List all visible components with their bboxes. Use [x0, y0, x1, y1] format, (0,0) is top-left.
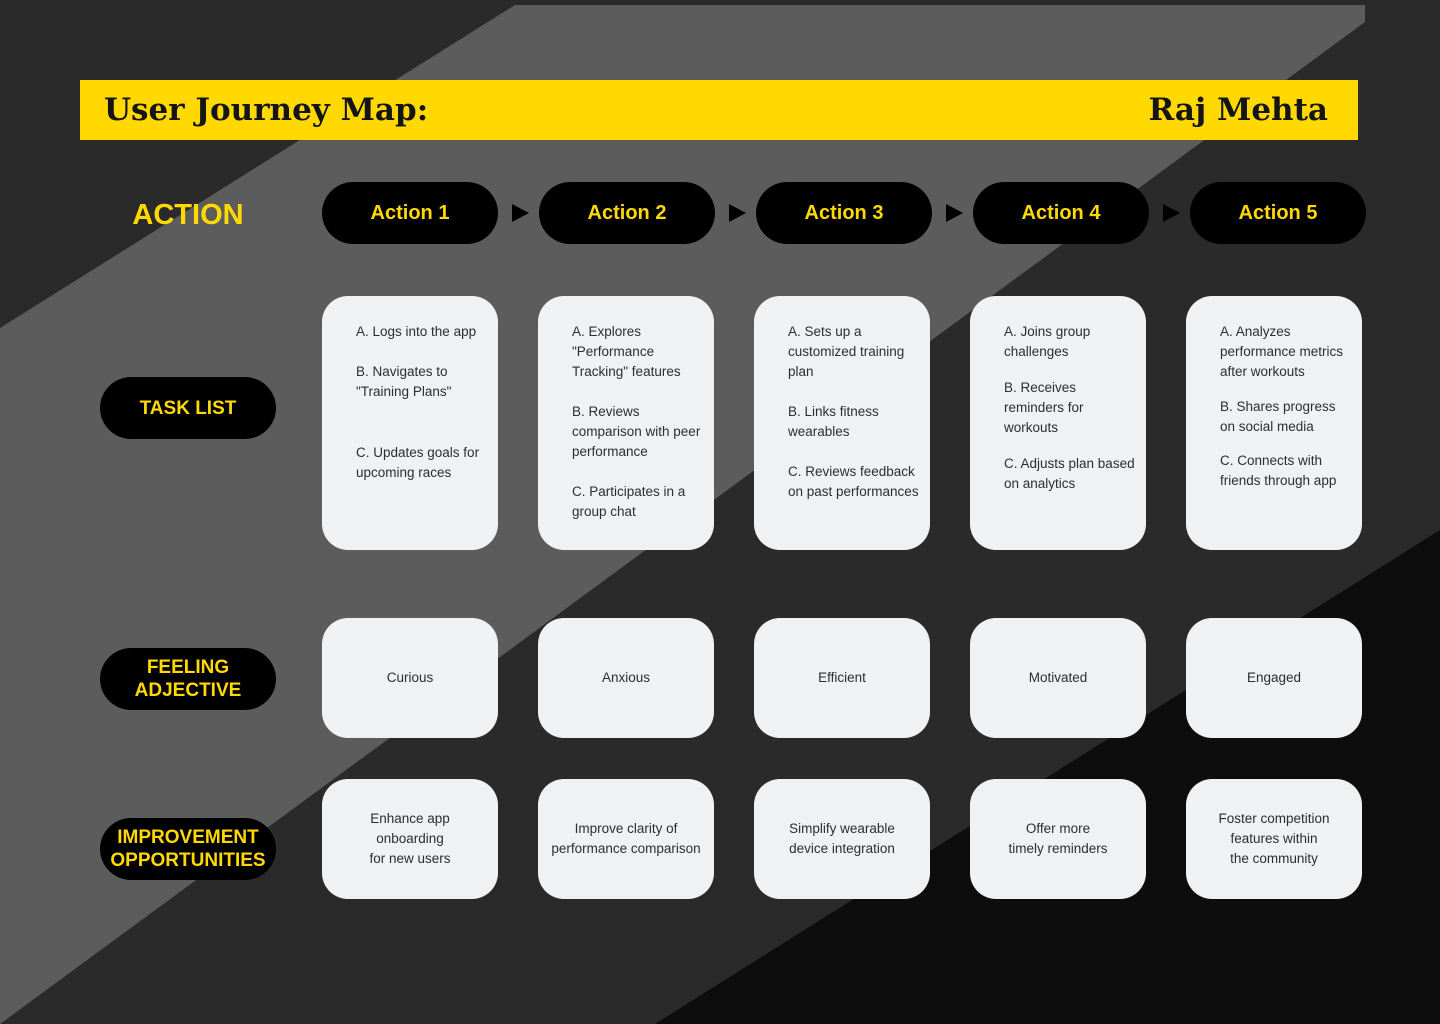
action-pill-1: Action 1 — [322, 182, 498, 244]
task-item: A. Sets up a customized training plan — [788, 324, 905, 379]
action-pill-5: Action 5 — [1190, 182, 1366, 244]
feeling-card-1: Curious — [322, 618, 498, 738]
task-item: B. Shares progress on social media — [1220, 399, 1336, 434]
task-item: A. Explores "Performance Tracking" featu… — [572, 324, 681, 379]
row-label-task-list: TASK LIST — [100, 377, 276, 439]
improvement-card-1: Enhance app onboarding for new users — [322, 779, 498, 899]
task-item: C. Participates in a group chat — [572, 484, 686, 519]
row-label-feeling: FEELING ADJECTIVE — [100, 648, 276, 710]
title-bar: User Journey Map: Raj Mehta — [80, 80, 1358, 140]
feeling-card-2: Anxious — [538, 618, 714, 738]
task-item: C. Adjusts plan based on analytics — [1004, 456, 1135, 491]
task-item: C. Connects with friends through app — [1220, 453, 1337, 488]
task-item: C. Reviews feedback on past performances — [788, 464, 919, 499]
arrow-right-icon — [946, 204, 963, 222]
task-item: B. Links fitness wearables — [788, 404, 879, 439]
improvement-card-2: Improve clarity of performance compariso… — [538, 779, 714, 899]
improvement-card-5: Foster competition features within the c… — [1186, 779, 1362, 899]
feeling-card-3: Efficient — [754, 618, 930, 738]
arrow-right-icon — [1163, 204, 1180, 222]
task-item: B. Reviews comparison with peer performa… — [572, 404, 701, 459]
feeling-card-4: Motivated — [970, 618, 1146, 738]
arrow-right-icon — [512, 204, 529, 222]
task-card-4: A. Joins group challenges B. Receives re… — [970, 296, 1146, 550]
page-title: User Journey Map: — [104, 92, 429, 128]
task-card-3: A. Sets up a customized training plan B.… — [754, 296, 930, 550]
task-item: A. Logs into the app — [356, 324, 477, 339]
task-card-2: A. Explores "Performance Tracking" featu… — [538, 296, 714, 550]
task-item: B. Receives reminders for workouts — [1004, 380, 1084, 435]
row-label-improvement: IMPROVEMENT OPPORTUNITIES — [100, 818, 276, 880]
task-item: A. Joins group challenges — [1004, 324, 1091, 359]
task-item: C. Updates goals for upcoming races — [356, 445, 480, 480]
persona-name: Raj Mehta — [1148, 92, 1328, 128]
task-item: A. Analyzes performance metrics after wo… — [1220, 324, 1344, 379]
task-item: B. Navigates to "Training Plans" — [356, 364, 452, 399]
task-card-1: A. Logs into the app B. Navigates to "Tr… — [322, 296, 498, 550]
row-label-action: ACTION — [132, 199, 244, 231]
arrow-right-icon — [729, 204, 746, 222]
action-pill-4: Action 4 — [973, 182, 1149, 244]
action-pill-2: Action 2 — [539, 182, 715, 244]
improvement-card-4: Offer more timely reminders — [970, 779, 1146, 899]
task-card-5: A. Analyzes performance metrics after wo… — [1186, 296, 1362, 550]
feeling-card-5: Engaged — [1186, 618, 1362, 738]
improvement-card-3: Simplify wearable device integration — [754, 779, 930, 899]
action-pill-3: Action 3 — [756, 182, 932, 244]
